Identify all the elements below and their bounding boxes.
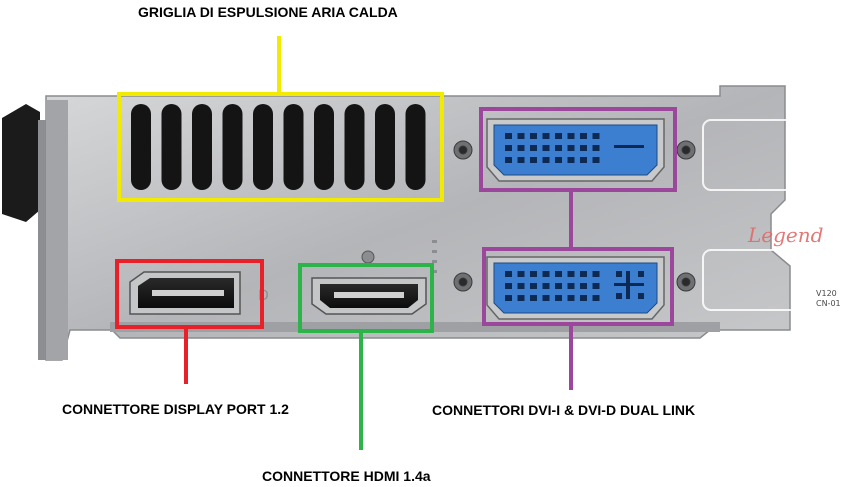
dvi-pin bbox=[530, 271, 537, 277]
dvi-pin bbox=[542, 271, 550, 277]
dvi-pin bbox=[517, 271, 525, 277]
displayport-connector: D bbox=[129, 271, 269, 315]
dvi-pin bbox=[592, 145, 600, 151]
dvi-pin bbox=[580, 295, 587, 301]
dvi-pin bbox=[505, 283, 512, 289]
bracket-lip bbox=[110, 322, 720, 332]
dvi-screws bbox=[453, 140, 696, 292]
dvi-pin bbox=[555, 271, 562, 277]
dvi-pin bbox=[530, 295, 537, 301]
dvi-pin bbox=[567, 157, 575, 163]
bracket-tab bbox=[46, 100, 68, 360]
grill-slot bbox=[131, 104, 151, 190]
displayport-label: CONNETTORE DISPLAY PORT 1.2 bbox=[62, 401, 289, 417]
screw-hole bbox=[458, 277, 468, 287]
hdmi-highlight-box bbox=[298, 263, 434, 333]
dvi-pin bbox=[592, 133, 600, 139]
grill-slot bbox=[161, 104, 182, 190]
dvi-pin bbox=[542, 145, 550, 151]
screw-hole bbox=[458, 145, 468, 155]
grill-slot bbox=[405, 104, 426, 190]
dvi-pin bbox=[542, 133, 550, 139]
dvi-d-connector bbox=[486, 256, 665, 320]
dvi-pin bbox=[505, 145, 512, 151]
dvi-pin bbox=[555, 283, 562, 289]
dvi-i-connector bbox=[486, 118, 665, 182]
bracket-mark-1: V120 bbox=[816, 289, 837, 298]
dvi-pin bbox=[567, 145, 575, 151]
grill-slot bbox=[283, 104, 304, 190]
grill-slot bbox=[192, 104, 212, 190]
dvi-pin bbox=[592, 271, 600, 277]
dvi-pin bbox=[542, 295, 550, 301]
dvi-pin bbox=[517, 295, 525, 301]
dvi-bottom-highlight-box bbox=[482, 247, 674, 326]
dvi-pin bbox=[530, 283, 537, 289]
dvi-pin bbox=[505, 133, 512, 139]
dvi-pin bbox=[592, 283, 600, 289]
screw-hole bbox=[681, 277, 691, 287]
dvi-pin bbox=[517, 283, 525, 289]
dvi-pin bbox=[517, 157, 525, 163]
dvi-pin bbox=[530, 157, 537, 163]
hdmi-connector bbox=[311, 240, 437, 315]
dvi-pin bbox=[555, 133, 562, 139]
hdmi-label: CONNETTORE HDMI 1.4a bbox=[262, 468, 431, 484]
shroud-edge bbox=[2, 104, 40, 222]
displayport-highlight-box bbox=[115, 259, 264, 329]
dvi-pin bbox=[542, 283, 550, 289]
grill-slot bbox=[222, 104, 243, 190]
dvi-top-highlight-box bbox=[479, 107, 677, 192]
grill-slots bbox=[131, 104, 426, 190]
grill-slot bbox=[314, 104, 334, 190]
grill-slot bbox=[253, 104, 273, 190]
dvi-pin bbox=[505, 271, 512, 277]
dvi-pin bbox=[580, 271, 587, 277]
bracket-mark-2: CN-01 bbox=[816, 299, 841, 308]
dvi-pin bbox=[592, 295, 600, 301]
dvi-pin bbox=[517, 145, 525, 151]
dvi-pin bbox=[580, 157, 587, 163]
dvi-pin bbox=[505, 157, 512, 163]
shroud-side bbox=[38, 120, 48, 360]
dvi-pin bbox=[567, 271, 575, 277]
dvi-pin bbox=[542, 157, 550, 163]
dvi-pin bbox=[580, 133, 587, 139]
dvi-label: CONNETTORI DVI-I & DVI-D DUAL LINK bbox=[432, 402, 696, 418]
screw-hole bbox=[681, 145, 691, 155]
dvi-pin bbox=[592, 157, 600, 163]
dvi-pin bbox=[580, 283, 587, 289]
dvi-pin bbox=[505, 295, 512, 301]
dvi-pin bbox=[555, 145, 562, 151]
dvi-pin bbox=[567, 133, 575, 139]
logo-watermark bbox=[702, 119, 830, 311]
dvi-pin bbox=[567, 295, 575, 301]
dvi-pin bbox=[530, 145, 537, 151]
dvi-pin bbox=[567, 283, 575, 289]
dvi-pin bbox=[555, 295, 562, 301]
grill-slot bbox=[375, 104, 395, 190]
dvi-pin bbox=[580, 145, 587, 151]
dvi-pin bbox=[530, 133, 537, 139]
dvi-pin bbox=[555, 157, 562, 163]
logo-text: Legend bbox=[747, 223, 823, 247]
grill-slot bbox=[344, 104, 365, 190]
grill-label: GRIGLIA DI ESPULSIONE ARIA CALDA bbox=[138, 4, 398, 20]
dvi-pin bbox=[517, 133, 525, 139]
